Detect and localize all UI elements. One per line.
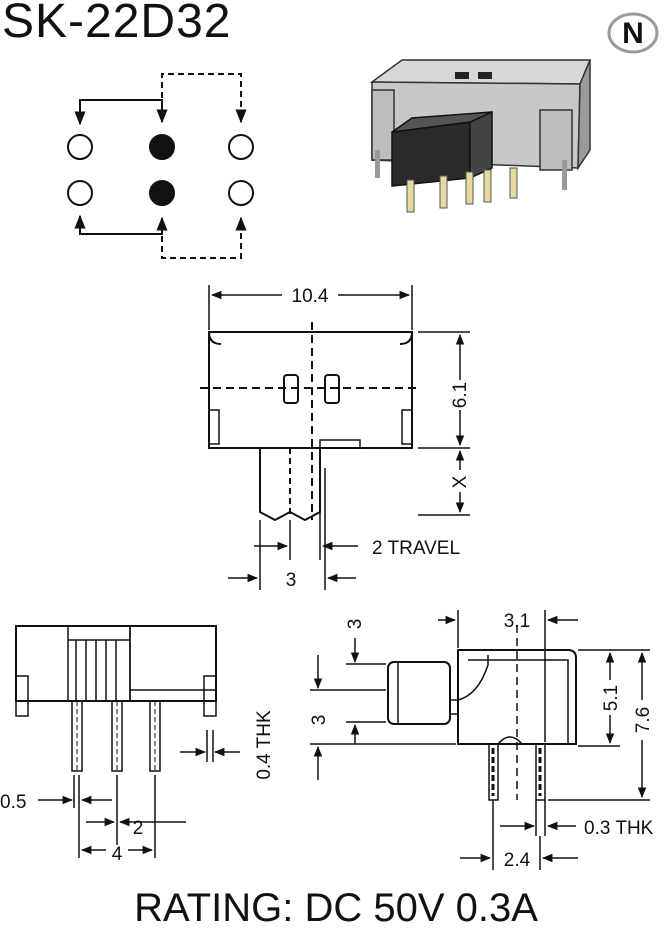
part-number-title: SK-22D32 [2,0,232,48]
top-view [200,285,470,590]
side-view [310,610,650,870]
dim-side-pin-spacing: 2.4 [504,850,531,871]
dim-side-top: 3.1 [504,611,530,632]
dim-span: 4 [112,844,123,865]
front-view [15,625,240,858]
dim-top-height: 6.1 [450,382,471,408]
rating-label: RATING: DC 50V 0.3A [134,886,538,930]
dim-top-width: 10.4 [292,286,329,307]
dim-side-body-height: 5.1 [601,685,622,711]
product-photo [369,59,592,213]
dim-side-total-height: 7.6 [633,707,654,733]
dim-lead-width: 0.5 [0,792,26,813]
dim-actuator-x: X [450,475,471,488]
brand-logo: N [607,12,659,54]
circuit-diagram [67,73,254,259]
dim-side-act-offset: 3 [345,619,366,630]
dim-lead-thk: 0.4 THK [254,710,275,780]
dim-side-pin-thk: 0.3 THK [584,818,654,839]
dim-side-act-height: 3 [309,715,330,726]
dim-pitch: 2 [133,818,144,839]
dim-actuator-width: 3 [286,570,297,591]
dim-travel: 2 TRAVEL [372,538,460,559]
logo-letter: N [622,17,644,50]
